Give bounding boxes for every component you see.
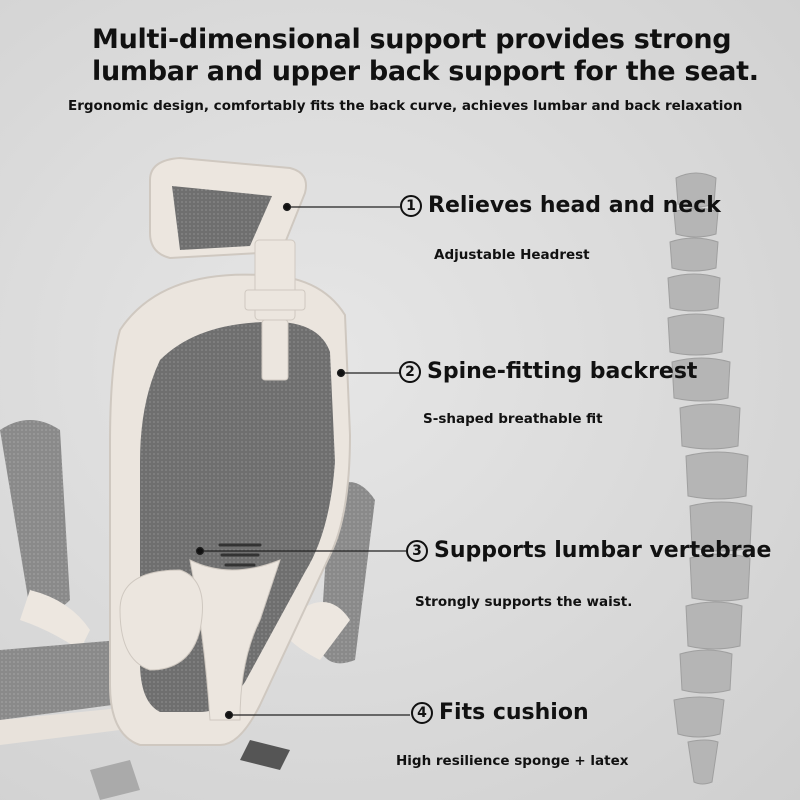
feature-description: S-shaped breathable fit xyxy=(423,411,603,427)
feature-description: Strongly supports the waist. xyxy=(415,594,633,610)
feature-label: Supports lumbar vertebrae xyxy=(434,538,772,563)
feature-description: High resilience sponge + latex xyxy=(396,753,629,769)
spine-graphic xyxy=(667,172,753,785)
feature-description: Adjustable Headrest xyxy=(434,247,590,263)
feature-label: Fits cushion xyxy=(439,700,589,725)
feature-label: Spine-fitting backrest xyxy=(427,359,698,384)
feature-backrest: 2 Spine-fitting backrest S-shaped breath… xyxy=(399,359,698,427)
title-line-2: lumbar and upper back support for the se… xyxy=(92,56,759,87)
feature-cushion: 4 Fits cushion High resilience sponge + … xyxy=(396,700,628,769)
number-badge: 1 xyxy=(400,194,422,217)
callout-lines xyxy=(195,202,410,720)
number-badge: 2 xyxy=(399,360,421,383)
headrest xyxy=(149,156,307,381)
page-title: Multi-dimensional support provides stron… xyxy=(92,24,759,88)
number-badge: 4 xyxy=(411,701,433,724)
feature-label: Relieves head and neck xyxy=(428,193,721,218)
title-line-1: Multi-dimensional support provides stron… xyxy=(92,24,732,55)
page-subtitle: Ergonomic design, comfortably fits the b… xyxy=(68,98,743,114)
feature-lumbar: 3 Supports lumbar vertebrae Strongly sup… xyxy=(406,538,772,610)
feature-headrest: 1 Relieves head and neck Adjustable Head… xyxy=(400,193,721,263)
number-badge: 3 xyxy=(406,539,428,562)
